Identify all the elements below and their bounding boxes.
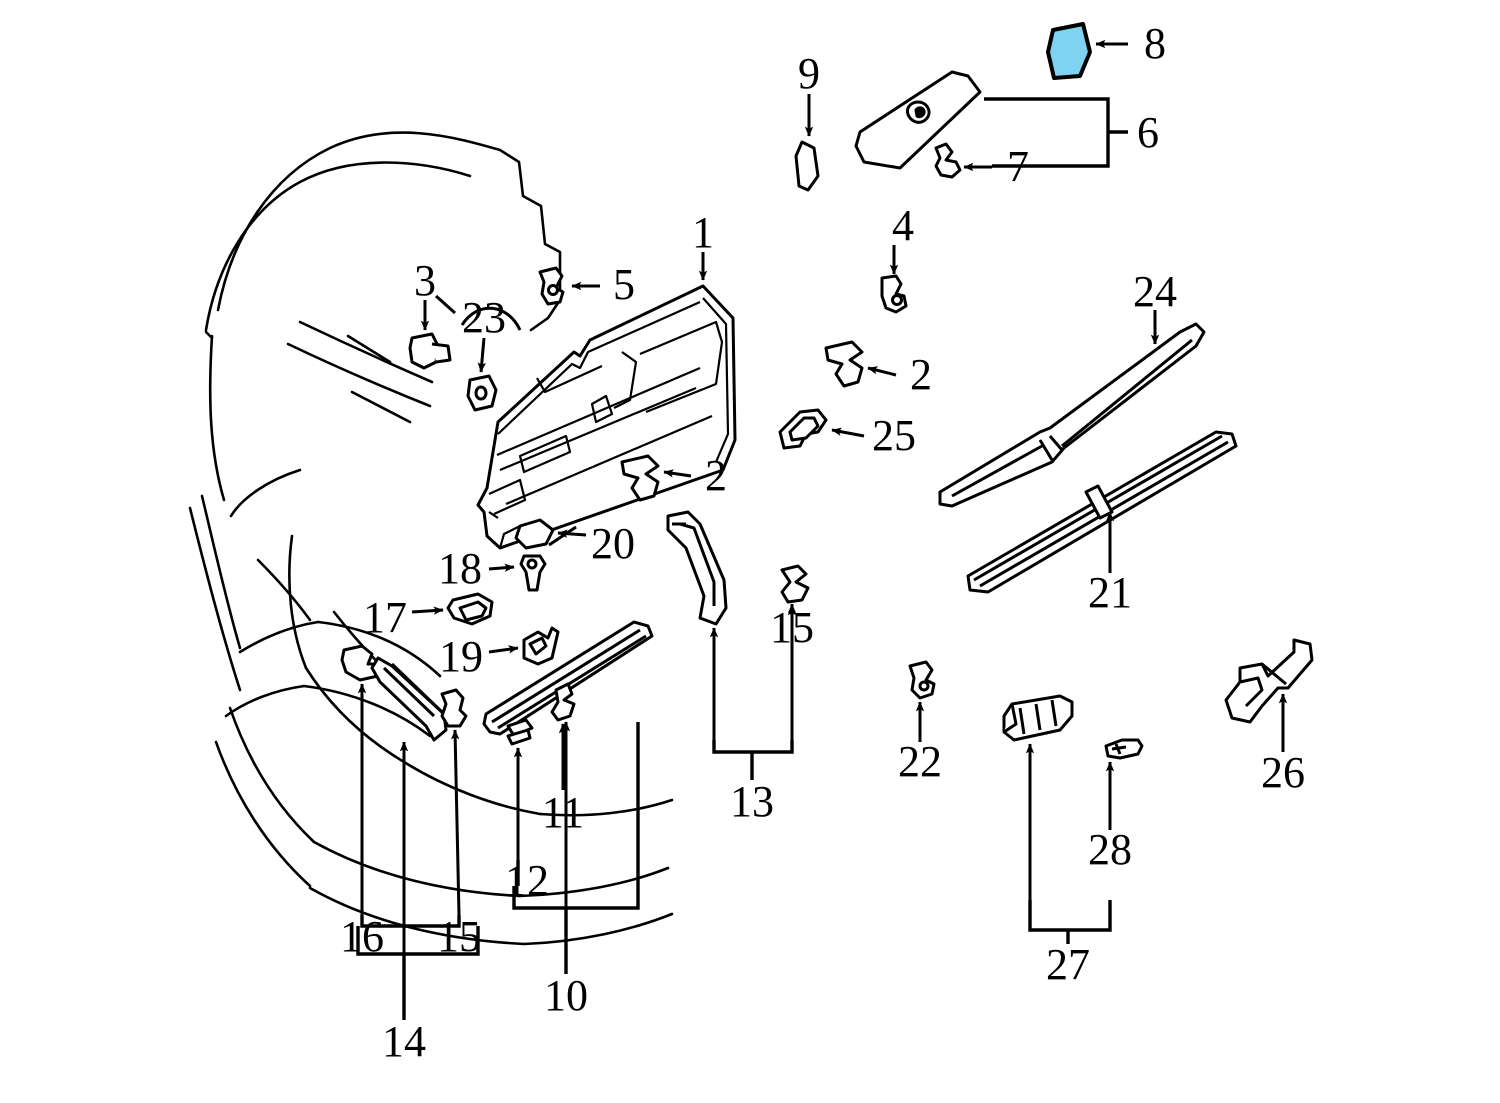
callout-number-24[interactable]: 24 [1133, 267, 1177, 316]
callout-number-15[interactable]: 15 [437, 912, 481, 961]
part-17-clip [446, 592, 494, 626]
part-8-highlighted-clip [1046, 22, 1092, 80]
callout-number-8[interactable]: 8 [1144, 19, 1166, 68]
part-26-bracket [1224, 638, 1314, 724]
part-2-clip-lower [620, 454, 660, 502]
part-7-visor-clip [934, 142, 962, 179]
callout-number-18[interactable]: 18 [438, 544, 482, 593]
part-9-trim-blade [794, 140, 820, 192]
part-25-bracket [778, 408, 828, 450]
callout-number-25[interactable]: 25 [872, 411, 916, 460]
callout-number-12[interactable]: 12 [505, 856, 549, 905]
part-15-clip-lower [440, 688, 468, 728]
part-20-cap [514, 518, 555, 550]
callout-number-20[interactable]: 20 [591, 519, 635, 568]
part-21-rail-trim [966, 430, 1238, 594]
callout-number-3[interactable]: 3 [414, 256, 436, 305]
part-24-roof-rail-trim [938, 322, 1206, 508]
callout-number-2[interactable]: 2 [705, 451, 727, 500]
callout-number-4[interactable]: 4 [892, 201, 914, 250]
part-16-clip [340, 644, 380, 682]
part-27-handle [1002, 694, 1074, 742]
callout-number-1[interactable]: 1 [692, 208, 714, 257]
callout-number-10[interactable]: 10 [544, 971, 588, 1020]
part-4-screw [880, 274, 908, 314]
callout-number-6[interactable]: 6 [1137, 108, 1159, 157]
part-1-detail-lines [488, 297, 730, 549]
callout-number-7[interactable]: 7 [1007, 142, 1029, 191]
part-15-clip-pillar [780, 564, 810, 604]
part-13-pillar-trim [666, 510, 728, 626]
group-brackets [356, 97, 1128, 1020]
callout-number-9[interactable]: 9 [798, 49, 820, 98]
part-5-screw [538, 266, 565, 306]
part-22-screw [908, 660, 936, 700]
callout-number-19[interactable]: 19 [439, 632, 483, 681]
part-28-screw [1104, 738, 1144, 760]
callout-number-16[interactable]: 16 [340, 912, 384, 961]
callout-number-21[interactable]: 21 [1088, 568, 1132, 617]
callout-number-27[interactable]: 27 [1046, 940, 1090, 989]
callout-number-2[interactable]: 2 [910, 350, 932, 399]
part-18-rivet [519, 554, 547, 592]
callout-number-11[interactable]: 11 [541, 788, 585, 837]
part-2-clip-upper [824, 340, 864, 388]
leader-lines [357, 39, 1288, 1020]
callout-number-13[interactable]: 13 [730, 777, 774, 826]
part-11-trim-strip [482, 620, 654, 736]
part-15-lower-trim-strip [370, 656, 448, 742]
part-11-clip [550, 682, 576, 722]
part-4-sun-visor [854, 70, 982, 170]
part-12-clip [506, 718, 534, 746]
callout-number-5[interactable]: 5 [613, 260, 635, 309]
part-3-clip [408, 332, 452, 370]
callout-number-17[interactable]: 17 [363, 593, 407, 642]
part-23-grommet [466, 374, 498, 412]
callout-number-14[interactable]: 14 [382, 1017, 426, 1066]
callout-number-15[interactable]: 15 [770, 603, 814, 652]
callout-number-26[interactable]: 26 [1261, 748, 1305, 797]
callout-number-23[interactable]: 23 [462, 293, 506, 342]
callout-number-22[interactable]: 22 [898, 737, 942, 786]
callout-number-28[interactable]: 28 [1088, 825, 1132, 874]
part-19-clip [522, 626, 560, 666]
